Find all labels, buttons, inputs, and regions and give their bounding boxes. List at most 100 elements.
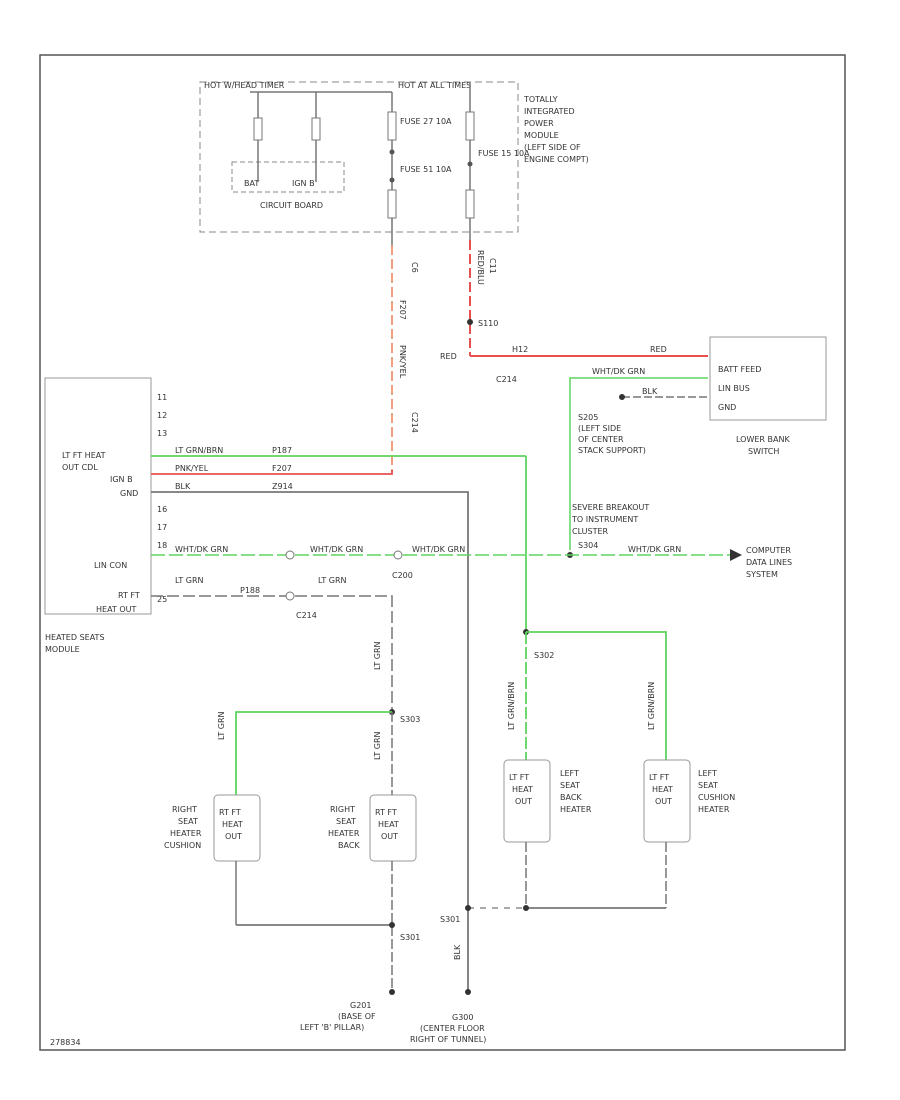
rt-back-heater-box [369,794,417,862]
lt-back-box-0: LT FT [509,773,529,782]
rt-cushion-box-2: OUT [225,832,242,841]
switch-batt-feed: BATT FEED [718,365,761,374]
lt-back-name-2: BACK [560,793,582,802]
lt-cushion-name: LEFT SEAT CUSHION HEATER [698,769,735,814]
red-label-left: RED [440,352,457,361]
module-label-rt-ft-1: HEAT OUT [96,605,137,614]
pin-16: 16 [157,505,167,514]
switch-lin-bus: LIN BUS [718,384,750,393]
s110-label: S110 [478,319,498,328]
module-label-rt-ft-0: RT FT [118,591,140,600]
lt-cushion-box-0: LT FT [649,773,669,782]
fuse-27-label: FUSE 27 10A [400,117,452,126]
circuit-board-box [231,161,345,193]
g300-1: (CENTER FLOOR [420,1024,485,1033]
lt-cushion-name-3: HEATER [698,805,730,814]
module-name-1: MODULE [45,645,80,654]
module-label-gnd: GND [120,489,138,498]
s205-note-2: OF CENTER [578,435,624,444]
lt-back-name: LEFT SEAT BACK HEATER [560,769,592,814]
w3-circuit-label: Z914 [272,482,293,491]
lt-back-box-2: OUT [515,797,532,806]
switch-name-2: SWITCH [748,447,779,456]
fuse-small-b: IGN B [292,179,315,188]
lower-bank-switch-box [709,336,827,421]
computer-0: COMPUTER [746,546,791,555]
rt-feed-wire-label: LT GRN [373,641,382,670]
lin-label-1: WHT/DK GRN [175,545,228,554]
rt-back-name-1: SEAT [336,817,356,826]
rt-back-name-2: HEATER [328,829,360,838]
lt-back-name-0: LEFT [560,769,579,778]
to-computer-label: WHT/DK GRN [628,545,681,554]
batt-wire-label: WHT/DK GRN [592,367,645,376]
switch-name-1: LOWER BANK [736,435,790,444]
tipm-line-3: MODULE [524,131,559,140]
lt-cushion-box-1: HEAT [652,785,673,794]
figure-code: 278834 [50,1038,81,1047]
fuse-27-label-text: FUSE 27 10A [400,117,452,126]
pin-11: 11 [157,393,167,402]
wire-rt-cushion-feed [235,711,392,795]
g201-label: G201 (BASE OF LEFT 'B' PILLAR) [300,1001,376,1032]
rt-back-box-1: HEAT [378,820,399,829]
red-circuit-label: H12 [512,345,528,354]
lt-back-name-3: HEATER [560,805,592,814]
blk-vertical-label: BLK [453,944,462,960]
lt-back-box-1: HEAT [512,785,533,794]
tipm-line-2: POWER [524,119,554,128]
s301-left-splice [465,905,471,911]
s304-label: S304 [578,541,598,550]
c214-rt-label: C214 [296,611,317,620]
diagram-frame [39,54,846,1051]
wire-blk-ground [151,491,469,990]
lt-back-wire-label: LT GRN/BRN [507,682,516,730]
g300-2: RIGHT OF TUNNEL) [410,1035,486,1044]
s301-left-label: S301 [440,915,460,924]
tipm-line-5: ENGINE COMPT) [524,155,589,164]
lt-back-heater-box [503,759,551,843]
rt1-circuit-label: P188 [240,586,260,595]
s205-note-3: STACK SUPPORT) [578,446,646,455]
lt-cushion-box-2: OUT [655,797,672,806]
vertical-pnk-label: PNK/YEL [398,345,407,379]
c200-lin-connector [393,550,403,560]
breakout-0: SEVERE BREAKOUT [572,503,649,512]
tipm-line-1: INTEGRATED [524,107,575,116]
vertical-c6-label: C6 [410,262,419,273]
g201-0: G201 [350,1001,371,1010]
rt-back-box-0: RT FT [375,808,397,817]
pin-12: 12 [157,411,167,420]
red-label-right: RED [650,345,667,354]
fuse-51-label-text: FUSE 51 10A [400,165,452,174]
computer-1: DATA LINES [746,558,792,567]
rt-cushion-heater-box [213,794,261,862]
w3-color-label: BLK [175,482,191,491]
rt-cushion-name-1: SEAT [178,817,198,826]
module-label-lt-ft-1: OUT CDL [62,463,98,472]
rt-cushion-wire-label: LT GRN [217,711,226,740]
w1-circuit-label: P187 [272,446,292,455]
rt2-label: LT GRN [318,576,347,585]
vertical-c11-label: C11 [488,258,497,274]
switch-gnd-dot [619,394,625,400]
fuse-small-a: BAT [244,179,259,188]
tipm-dashed-box [199,81,519,233]
lt-cushion-wire-label: LT GRN/BRN [647,682,656,730]
module-label-lt-ft-0: LT FT HEAT [62,451,106,460]
wire-rt-ft-heat-out [151,595,393,712]
computer-note: COMPUTER DATA LINES SYSTEM [746,546,792,579]
g300-ground-dot [465,989,471,995]
pin-17: 17 [157,523,167,532]
rt-back-box-2: OUT [381,832,398,841]
c114-label: C214 [496,375,517,384]
s205-note-1: (LEFT SIDE [578,424,621,433]
fuse-element-a [253,117,263,141]
lt-cushion-name-1: SEAT [698,781,718,790]
lin-label-3: WHT/DK GRN [412,545,465,554]
w2-color-label: PNK/YEL [175,464,209,473]
fuse-15-element [465,111,475,141]
g201-ground-dot [389,989,395,995]
vertical-red-label: RED/BLU [476,250,485,285]
tipm-line-4: (LEFT SIDE OF [524,143,581,152]
